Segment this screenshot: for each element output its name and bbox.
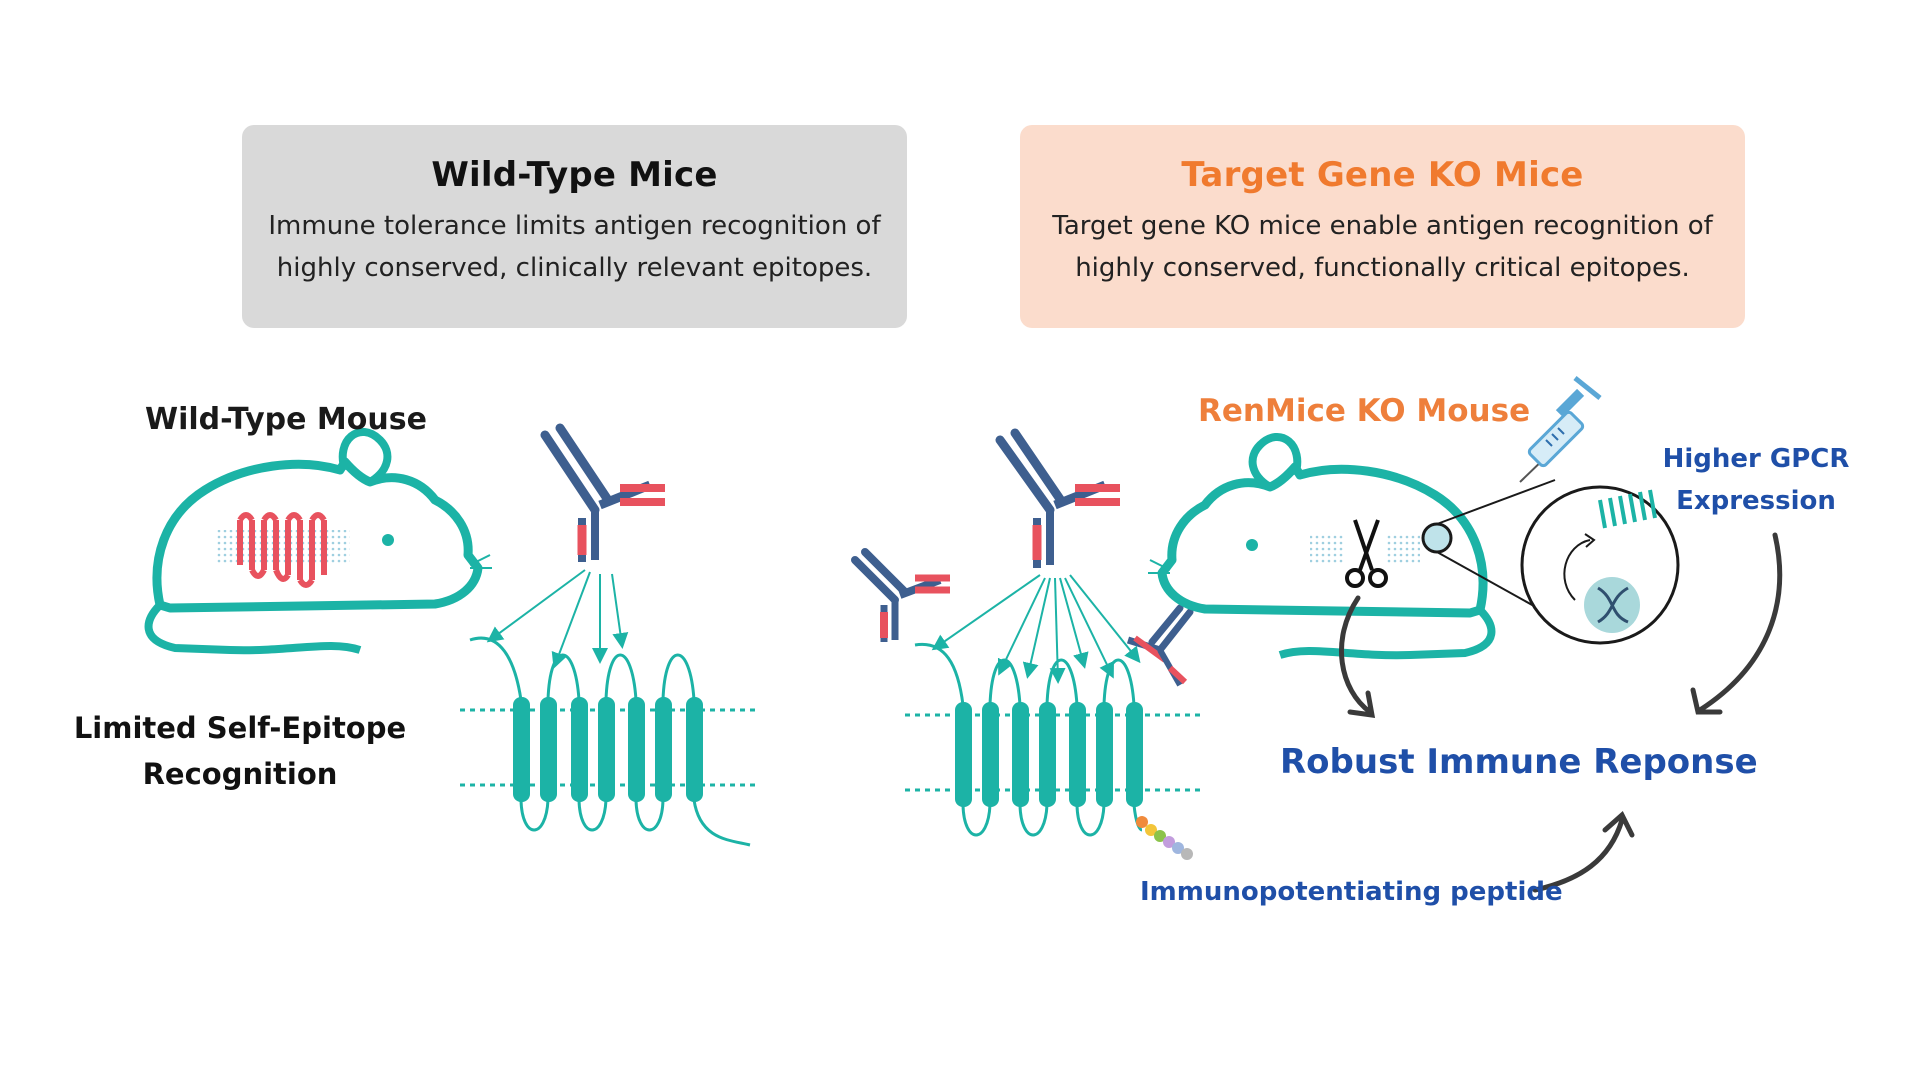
binding-arrows <box>931 574 1141 684</box>
arrow-icon <box>1338 595 1376 718</box>
binding-arrows <box>486 569 629 669</box>
gpcr-membrane-icon <box>905 642 1200 837</box>
arrow-icon <box>1532 810 1635 893</box>
arrow-icon <box>1690 532 1783 715</box>
wild-type-mouse-label: Wild-Type Mouse <box>145 402 427 437</box>
antibody-icon <box>1126 604 1194 687</box>
wild-type-card-line2: highly conserved, clinically relevant ep… <box>276 253 873 283</box>
higher-gpcr-expression-label: Higher GPCR Expression <box>1640 438 1872 522</box>
antibody-icon <box>851 548 950 642</box>
antibody-icon <box>540 423 665 562</box>
scissors-icon <box>1345 519 1388 588</box>
limited-recognition-label: Limited Self-Epitope Recognition <box>60 705 420 797</box>
syringe-icon <box>1519 376 1602 483</box>
ko-card-title: Target Gene KO Mice <box>1181 155 1584 195</box>
ko-card-line2: highly conserved, functionally critical … <box>1075 253 1690 283</box>
gpcr-membrane-icon <box>460 636 760 847</box>
ko-card: Target Gene KO Mice Target gene KO mice … <box>1020 125 1745 328</box>
higher-gpcr-line2: Expression <box>1676 486 1836 516</box>
ko-card-description: Target gene KO mice enable antigen recog… <box>1020 205 1745 289</box>
dna-zoom-icon <box>1421 479 1680 645</box>
wild-type-mouse-icon <box>144 428 492 655</box>
immunopotentiating-peptide-beads <box>1136 816 1193 860</box>
robust-immune-response-label: Robust Immune Reponse <box>1280 742 1758 782</box>
ko-card-line1: Target gene KO mice enable antigen recog… <box>1052 211 1713 241</box>
wild-type-card-description: Immune tolerance limits antigen recognit… <box>242 205 907 289</box>
ko-mouse-icon <box>1148 433 1496 660</box>
antibody-icon <box>995 428 1120 568</box>
renmice-ko-mouse-label: RenMice KO Mouse <box>1198 393 1531 429</box>
wild-type-card: Wild-Type Mice Immune tolerance limits a… <box>242 125 907 328</box>
immunopotentiating-peptide-label: Immunopotentiating peptide <box>1140 877 1563 907</box>
limited-recognition-line1: Limited Self-Epitope <box>73 711 407 745</box>
higher-gpcr-line1: Higher GPCR <box>1662 444 1850 474</box>
wild-type-card-title: Wild-Type Mice <box>431 155 718 195</box>
limited-recognition-line2: Recognition <box>142 757 338 791</box>
wild-type-card-line1: Immune tolerance limits antigen recognit… <box>268 211 881 241</box>
